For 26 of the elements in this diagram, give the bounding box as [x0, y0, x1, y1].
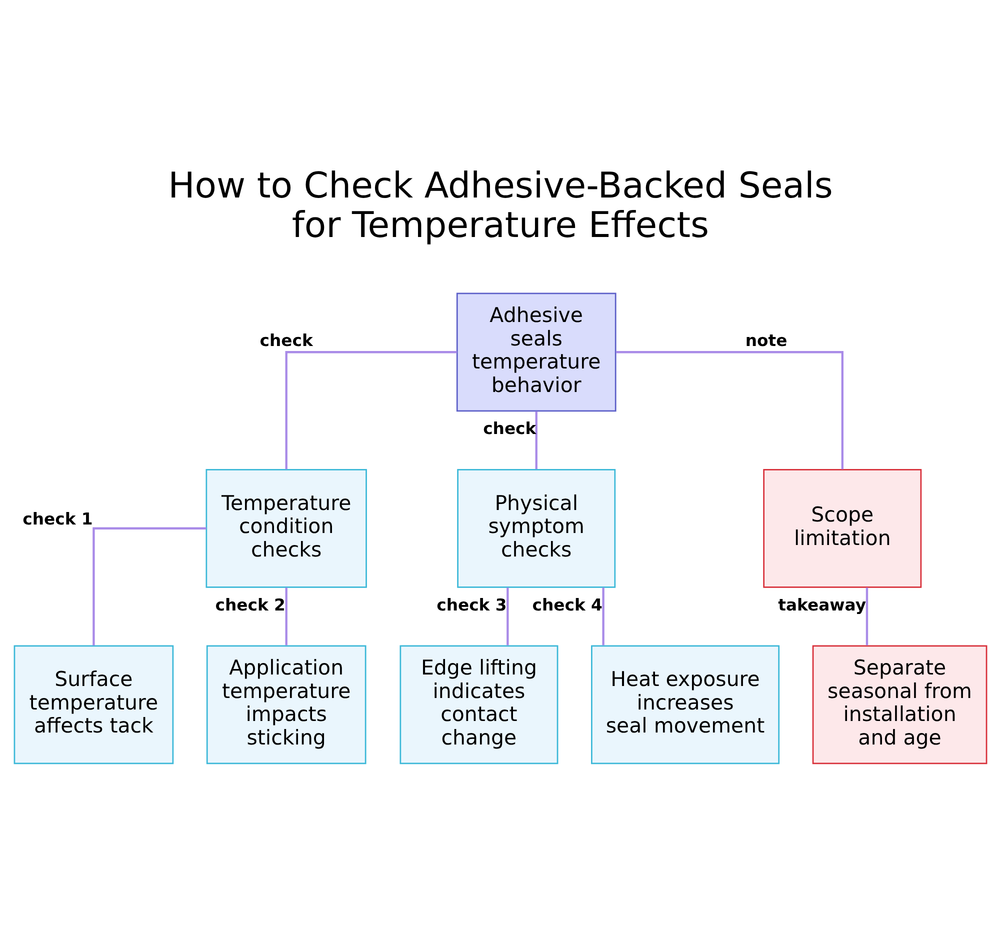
edge-label: check — [259, 330, 312, 350]
node-box: Separate seasonal from installation and age — [812, 644, 987, 764]
edge-label: check — [482, 418, 536, 438]
node-box: Scope limitation — [762, 468, 922, 588]
edge-label: check 2 — [214, 594, 285, 614]
connector — [534, 410, 537, 469]
node-box: Heat exposure increases seal movement — [590, 644, 780, 764]
connector — [284, 587, 287, 645]
connector — [615, 350, 843, 469]
connector — [92, 526, 206, 645]
edge-label: note — [744, 330, 787, 350]
node-box: Temperature condition checks — [205, 468, 366, 588]
connector — [284, 350, 456, 469]
edge-label: check 4 — [532, 594, 602, 614]
connector — [865, 587, 868, 645]
edge-label: check 3 — [436, 594, 506, 614]
node-box: Application temperature impacts sticking — [206, 644, 366, 764]
node-box: Surface temperature affects tack — [13, 644, 174, 764]
node-box: Edge lifting indicates contact change — [399, 644, 558, 764]
connector — [506, 587, 508, 645]
connector — [602, 587, 604, 645]
node-box: Adhesive seals temperature behavior — [456, 292, 616, 412]
diagram-title: How to Check Adhesive-Backed Seals for Temperature Effects — [168, 164, 832, 246]
edge-label: check 1 — [22, 509, 92, 528]
node-box: Physical symptom checks — [456, 468, 616, 588]
edge-label: takeaway — [778, 594, 866, 614]
